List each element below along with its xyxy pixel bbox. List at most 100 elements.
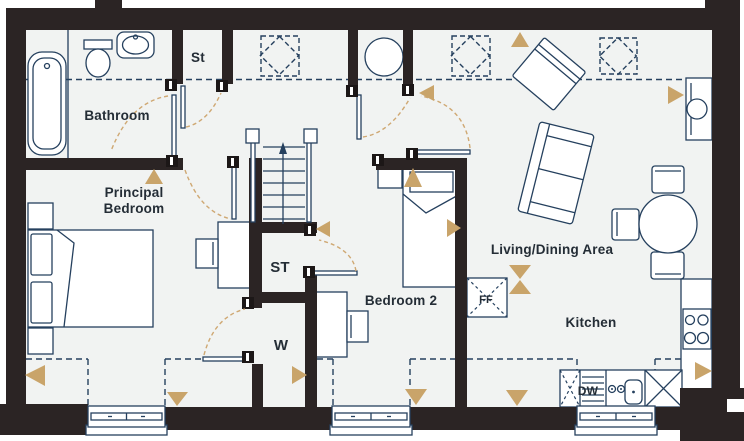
kitchen-counter-right [680, 278, 713, 408]
dining-table-icon [611, 165, 698, 280]
room-label-principal-bedroom-1: Principal [105, 185, 164, 200]
door-swing-arc [318, 239, 357, 272]
dishwasher-icon [582, 376, 604, 402]
hinge-icon [372, 154, 384, 166]
room-label-bedroom2: Bedroom 2 [365, 293, 437, 308]
stair-rail [306, 135, 312, 223]
room-label-storage: ST [270, 259, 290, 276]
room-label-kitchen: Kitchen [566, 315, 617, 330]
dining-chair-icon [651, 165, 685, 194]
marker-triangle-icon [404, 168, 422, 187]
rooflight-icon [259, 35, 300, 77]
door-leaf [312, 270, 358, 276]
marker-triangle-icon [509, 265, 531, 279]
marker-triangle-icon [145, 169, 163, 184]
marker-triangle-icon [695, 362, 712, 380]
double-bed-icon [27, 229, 154, 328]
hinge-icon [406, 148, 418, 160]
door-swing-arc [110, 95, 169, 152]
marker-triangle-icon [316, 221, 330, 237]
marker-triangle-icon [447, 219, 461, 237]
hinge-icon [402, 84, 414, 96]
room-label-wardrobe: W [274, 337, 289, 354]
marker-triangle-icon [668, 86, 684, 104]
marker-triangle-icon [292, 366, 307, 384]
basin-icon [116, 31, 155, 59]
door-leaf [202, 356, 249, 362]
corner-unit-cross [644, 369, 683, 408]
window-icon [85, 405, 168, 436]
bedroom2-living-wall [455, 158, 467, 407]
bathroom-fixtures [27, 30, 155, 158]
st-closet-wall [172, 30, 183, 84]
cupboard-wall [403, 10, 413, 93]
door-swing-arc [420, 95, 471, 149]
toilet-icon [83, 39, 113, 78]
dining-chair-icon [611, 208, 640, 241]
st-closet-wall [222, 30, 233, 84]
marker-triangle-icon [167, 392, 188, 406]
bedroom2-top-wall [376, 158, 467, 170]
hinge-icon [303, 266, 315, 278]
rooflight-icon [450, 35, 491, 77]
marker-triangle-icon [405, 389, 427, 405]
window-icon [329, 405, 413, 436]
sink-icon [607, 379, 643, 405]
hinge-icon [166, 155, 178, 167]
wardrobe-wall [252, 364, 263, 407]
st-w-divider-wall [249, 292, 317, 303]
door-leaf [416, 149, 471, 155]
hinge-icon [216, 80, 228, 92]
sofa-icon [517, 121, 595, 225]
bedside-table-icon [377, 167, 403, 189]
desk-icon [314, 291, 348, 358]
hinge-icon [165, 79, 177, 91]
room-label-principal-bedroom-2: Bedroom [104, 201, 165, 216]
appliance-label-dishwasher: DW [578, 384, 599, 398]
hot-water-cylinder-icon [364, 37, 404, 77]
hob-icon [682, 308, 712, 350]
door-swing-arcs [110, 92, 471, 356]
marker-triangle-icon [419, 85, 434, 101]
marker-triangle-icon [511, 32, 529, 47]
hinge-icon [242, 297, 254, 309]
stairs-wall-bottom [249, 222, 317, 233]
marker-triangle-icon [25, 365, 45, 386]
door-swing-arc [185, 92, 222, 128]
dresser-icon [217, 221, 251, 289]
reduced-headroom-lines [26, 78, 712, 407]
door-swing-arc [362, 97, 411, 138]
tv-unit-icon [685, 77, 713, 141]
armchair-icon [512, 37, 586, 111]
stair-rail [250, 135, 256, 223]
dining-chair-icon [650, 251, 685, 280]
hinge-icon [304, 224, 316, 236]
rooflight-symbols [259, 35, 638, 77]
marker-triangle-icon [506, 390, 528, 406]
floor-area [26, 30, 712, 407]
hall-bedroom2-wall [305, 275, 317, 407]
room-label-living-dining: Living/Dining Area [491, 242, 614, 257]
rooflight-icon [598, 36, 638, 76]
room-labels: Bathroom St Principal Bedroom ST W Bedro… [84, 50, 616, 398]
door-leaf [180, 85, 186, 129]
window-icon [574, 405, 658, 436]
staircase [245, 128, 318, 224]
windows [85, 405, 658, 436]
chair-icon [195, 238, 219, 269]
bathtub-icon [27, 51, 67, 156]
chair-icon [346, 310, 369, 343]
principal-bedroom-furniture [27, 202, 251, 355]
room-label-st-closet: St [191, 50, 205, 65]
door-swing-arc [203, 308, 246, 356]
door-leaf [356, 94, 362, 140]
bathroom-wall [26, 158, 183, 170]
appliance-label-fridge-freezer: FF [479, 294, 493, 306]
door-hardware [165, 79, 418, 363]
room-label-bathroom: Bathroom [84, 108, 149, 123]
door-leaf [171, 94, 177, 159]
bedside-table-icon [27, 202, 54, 230]
